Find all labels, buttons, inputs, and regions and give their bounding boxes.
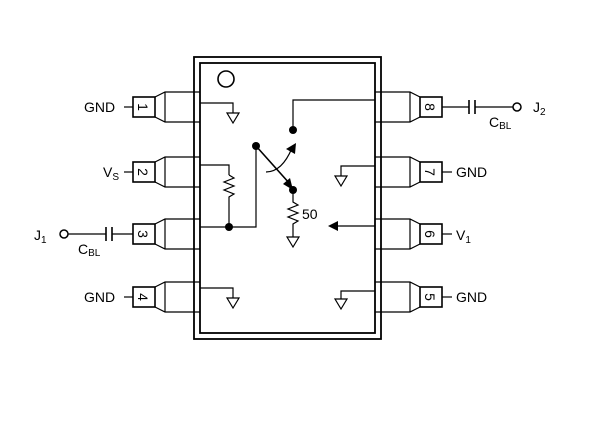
switch-arm <box>255 145 291 185</box>
j1-label: J1 <box>34 227 47 246</box>
pin-7: 7 <box>375 156 443 188</box>
pin1-label: GND <box>84 99 115 115</box>
pin-lead <box>375 91 421 123</box>
switch-throw-j2-dot <box>289 126 297 134</box>
pin-lead <box>154 281 200 313</box>
j2-label-sub: 2 <box>540 107 546 118</box>
vs-label-sub: S <box>112 172 119 183</box>
pin-lead <box>375 281 421 313</box>
ground-symbol-icon <box>200 287 241 310</box>
pin7-label: GND <box>456 164 487 180</box>
pin-6: 6 <box>375 218 443 250</box>
switch-throw-curve <box>265 147 293 173</box>
v1-label-main: V <box>456 227 466 243</box>
j1-terminal-icon <box>59 229 69 239</box>
switch-arm-arrowhead-icon <box>283 178 293 190</box>
cbl-label-main: C <box>489 114 499 130</box>
pin6-label: V1 <box>456 227 471 246</box>
pin-lead <box>154 218 200 250</box>
pin-number: 6 <box>422 230 438 238</box>
pin-number: 7 <box>422 168 438 176</box>
vs-bias-resistor-icon <box>200 164 236 225</box>
j1-label-sub: 1 <box>41 235 47 246</box>
pin-number: 2 <box>135 168 151 176</box>
pin-number: 5 <box>422 293 438 301</box>
j2-label-main: J <box>533 99 540 115</box>
ground-symbol-icon <box>200 102 241 125</box>
pin-5: 5 <box>375 281 443 313</box>
pin-1: 1 <box>132 91 200 123</box>
termination-resistor-icon <box>285 190 301 249</box>
j2-label: J2 <box>533 99 546 118</box>
pin-lead <box>375 156 421 188</box>
j2-internal-path <box>292 99 375 128</box>
cbl-label-left: CBL <box>78 241 101 259</box>
pin-2: 2 <box>132 156 200 188</box>
pin-lead <box>154 156 200 188</box>
pin-number: 3 <box>135 230 151 238</box>
j2-terminal-icon <box>512 102 522 112</box>
cbl-label-right: CBL <box>489 114 512 132</box>
termination-value-label: 50 <box>302 206 318 222</box>
j1-label-main: J <box>34 227 41 243</box>
switch-curve-arrowhead-icon <box>286 143 296 154</box>
cbl-label-sub: BL <box>88 248 101 259</box>
j1-internal-path <box>200 146 257 228</box>
pin5-label: GND <box>456 289 487 305</box>
ground-symbol-icon <box>333 165 375 188</box>
ground-symbol-icon <box>333 290 375 311</box>
pin-3: 3 <box>132 218 200 250</box>
package-outline-inner <box>199 62 376 334</box>
pin-number: 8 <box>422 103 438 111</box>
pin-8: 8 <box>375 91 443 123</box>
cbl-label-main: C <box>78 241 88 257</box>
junction-dot <box>225 223 233 231</box>
pin-number: 1 <box>135 103 151 111</box>
pin2-label: VS <box>103 164 119 183</box>
cbl-label-sub: BL <box>499 121 512 132</box>
pin-number: 4 <box>135 293 151 301</box>
pin-4: 4 <box>132 281 200 313</box>
vs-label-main: V <box>103 164 113 180</box>
v1-control-arrowhead-icon <box>328 221 338 231</box>
v1-label-sub: 1 <box>465 235 471 246</box>
pin-lead <box>375 218 421 250</box>
pin4-label: GND <box>84 289 115 305</box>
package-outline-outer <box>193 56 382 340</box>
pin1-marker-circle <box>217 70 235 88</box>
pin-lead <box>154 91 200 123</box>
